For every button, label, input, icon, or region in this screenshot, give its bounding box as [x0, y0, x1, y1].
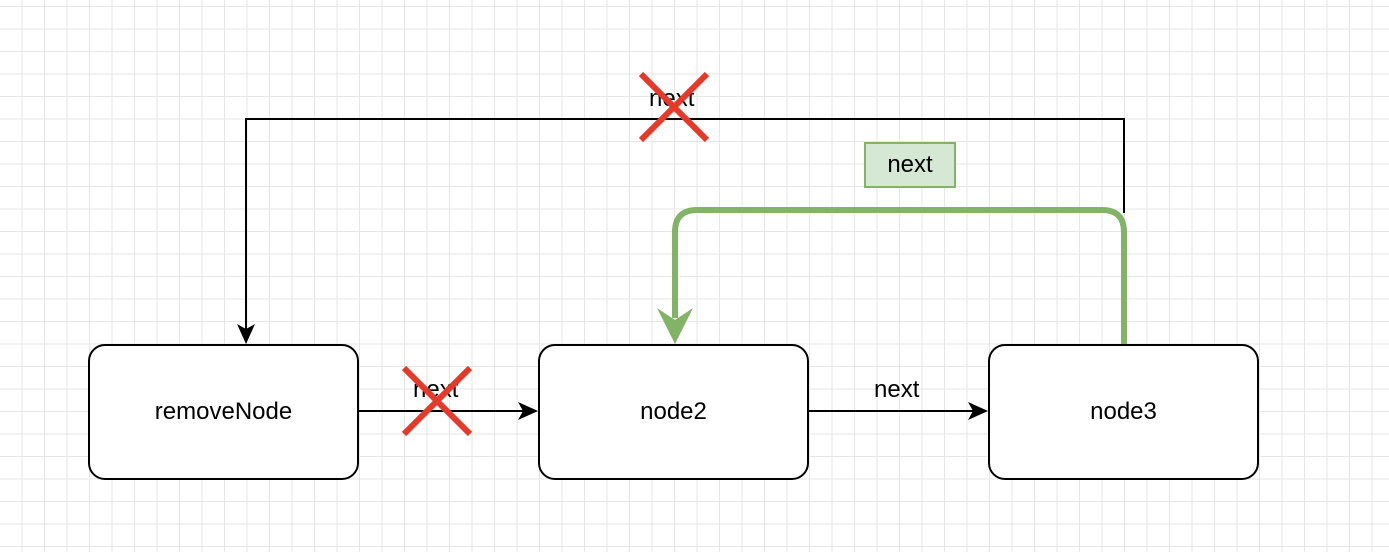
green-next-label: next — [864, 142, 956, 188]
node2-to-node3-arrowhead — [968, 402, 988, 420]
node3-label: node3 — [1090, 398, 1157, 425]
x-mark-icon — [638, 71, 710, 143]
remove-to-node2-arrowhead — [518, 402, 538, 420]
remove-node-label: removeNode — [154, 398, 293, 425]
node2-to-node3-edge-label: next — [874, 376, 920, 403]
node2-label: node2 — [640, 398, 707, 425]
top-connector-line — [245, 118, 1125, 330]
green-next-label-text: next — [887, 151, 933, 178]
x-mark-icon — [401, 365, 473, 437]
green-connector-arrowhead — [657, 308, 693, 344]
node2-box[interactable]: node2 — [538, 344, 809, 480]
top-connector-arrowhead — [237, 324, 255, 344]
remove-node-box[interactable]: removeNode — [88, 344, 359, 480]
node3-box[interactable]: node3 — [988, 344, 1259, 480]
green-connector-line — [672, 207, 1127, 344]
